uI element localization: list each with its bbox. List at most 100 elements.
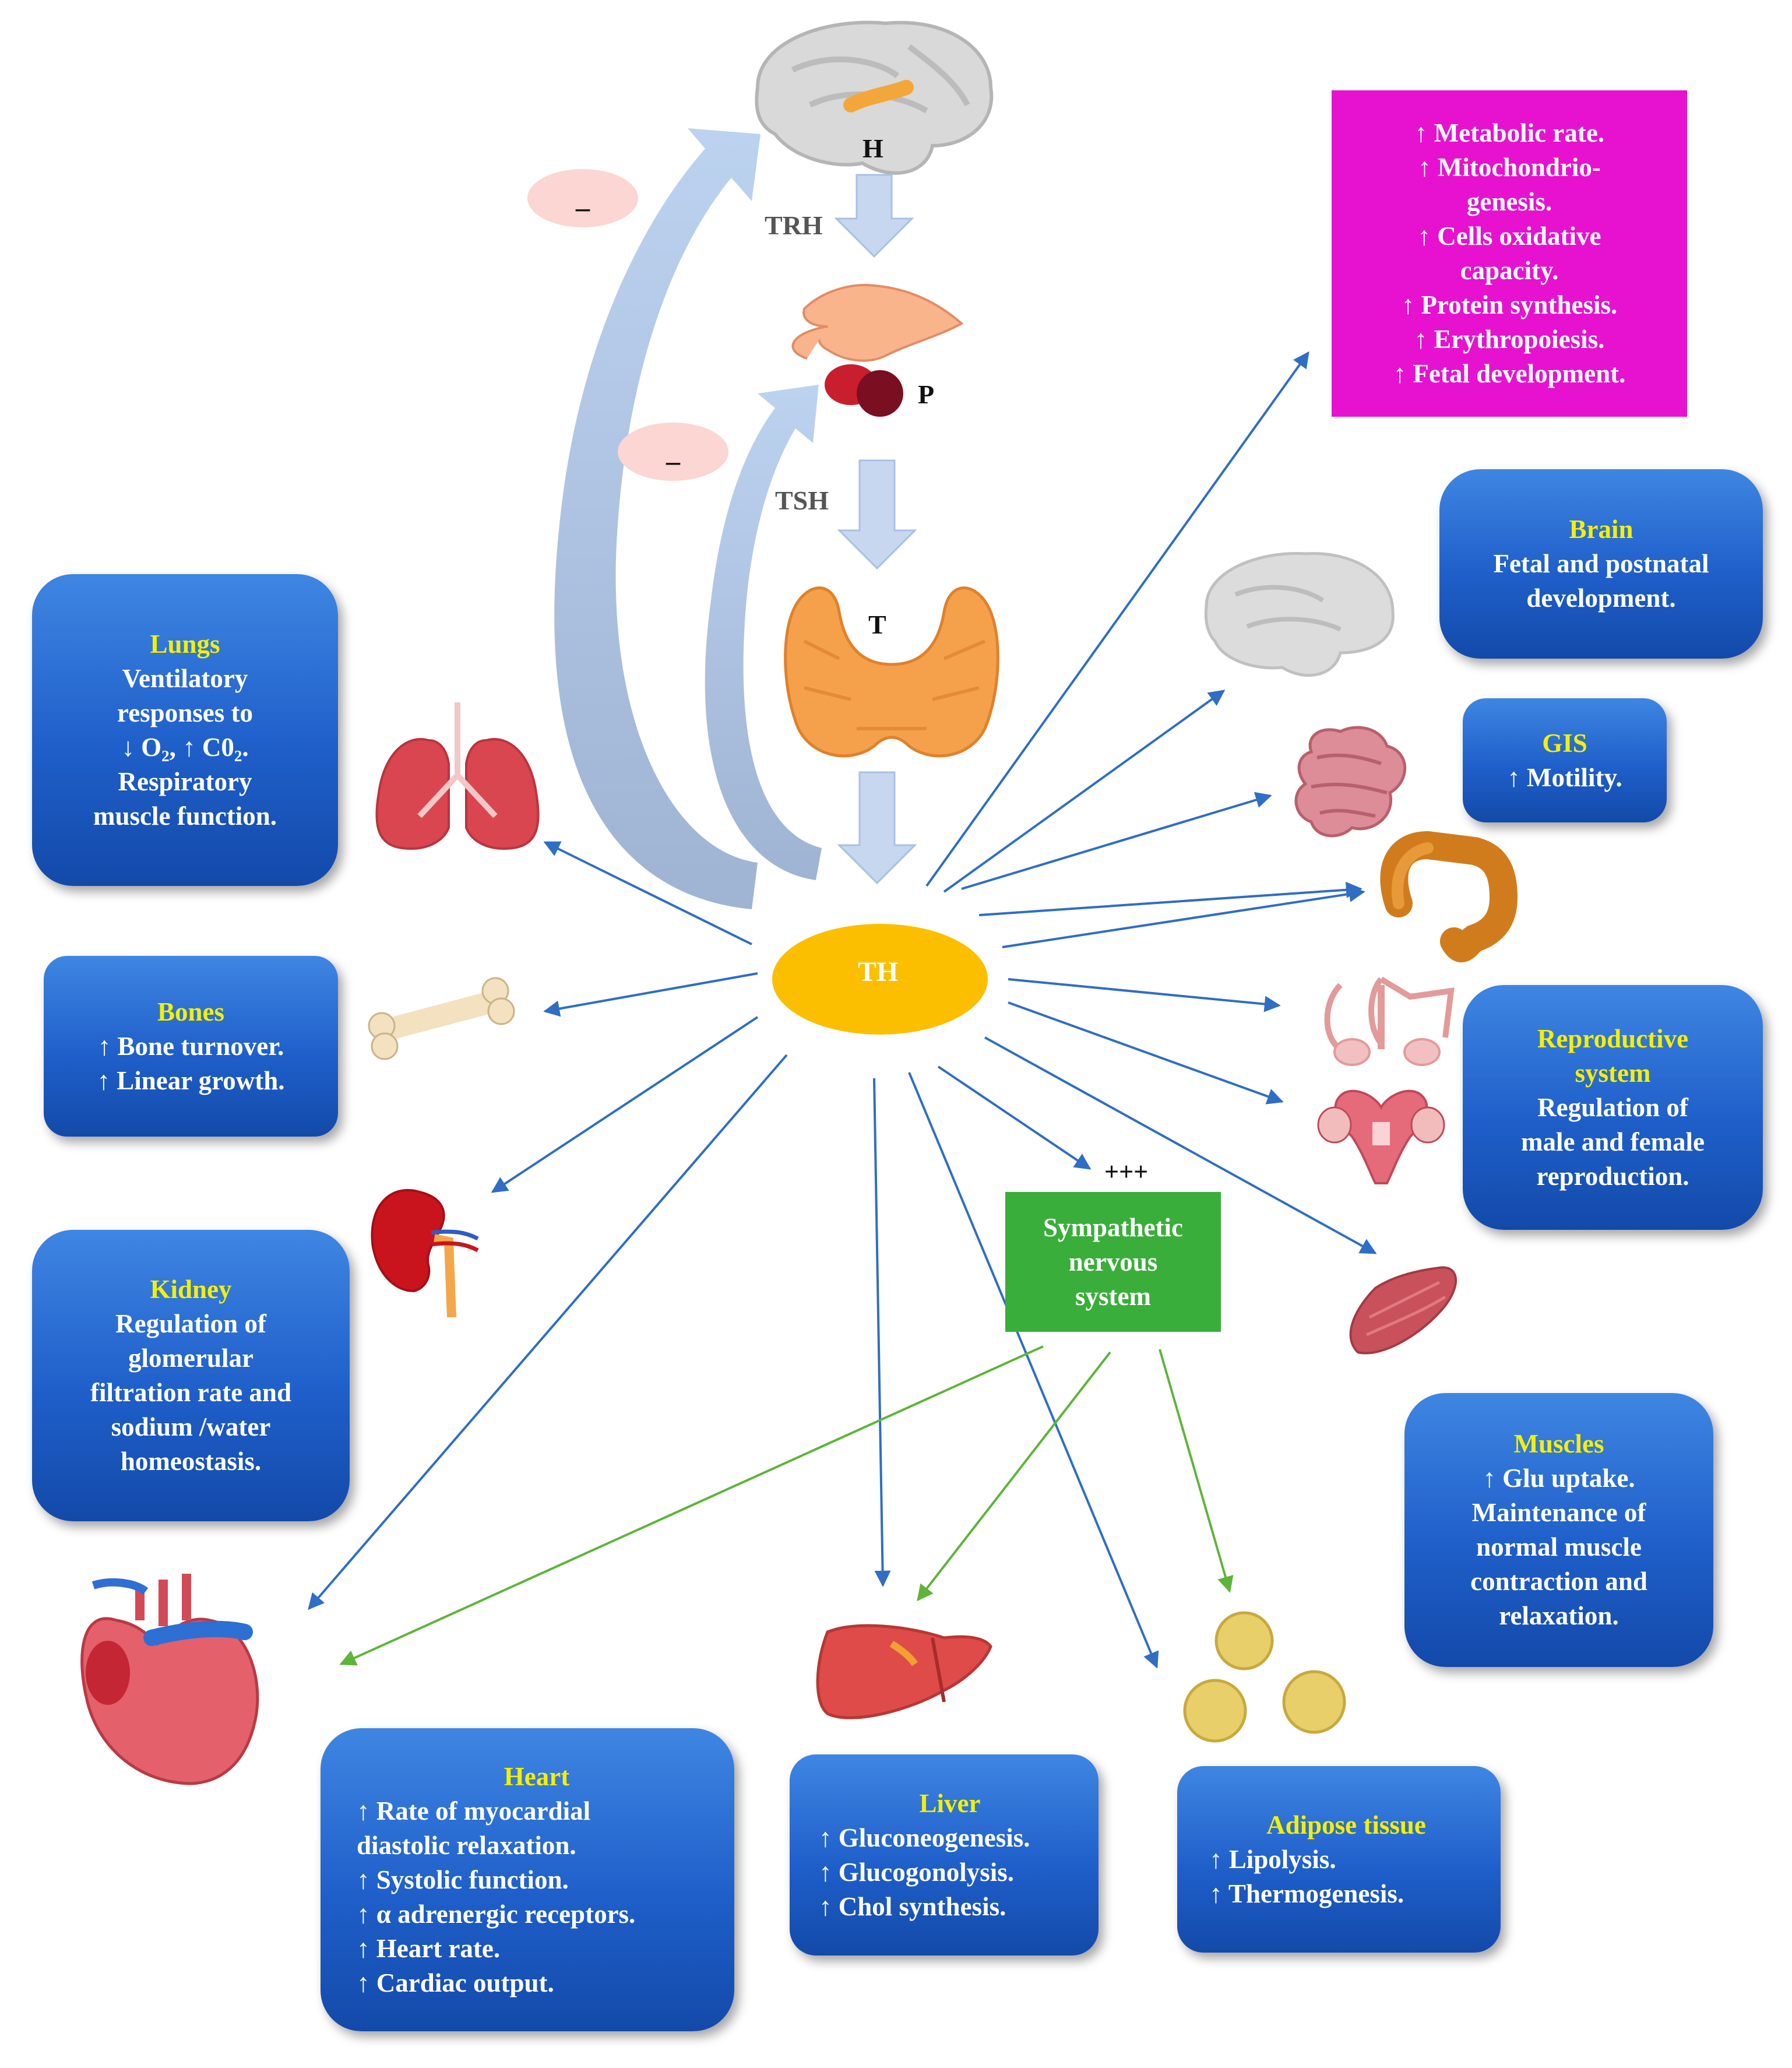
kidney-effects-box: Kidney Regulation of glomerular filtrati… [32,1230,350,1521]
kidney-icon [371,1188,479,1318]
pituitary-icon [791,284,964,417]
adipose-line: ↑ Thermogenesis. [1209,1879,1404,1908]
muscles-title: Muscles [1513,1429,1604,1458]
gis-line: ↑ Motility. [1507,762,1622,792]
heart-title: Heart [504,1761,570,1791]
metabolic-line: ↑ Mitochondrio- [1418,153,1601,182]
sympathetic-line: system [1075,1281,1151,1311]
hypothalamus-brain-icon [755,20,994,175]
reproductive-effects-box: Reproductive system Regulation of male a… [1463,985,1763,1230]
muscles-line: relaxation. [1499,1601,1619,1630]
bones-line: ↑ Linear growth. [97,1065,285,1095]
bones-effects-box: Bones ↑ Bone turnover. ↑ Linear growth. [44,956,338,1137]
tsh-label: TSH [775,486,829,515]
gis-effects-box: GIS ↑ Motility. [1463,698,1667,822]
th-label: TH [858,956,899,987]
muscles-line: contraction and [1470,1567,1647,1596]
th-release-arrow [837,771,917,885]
inhibition-sign: _ [666,436,680,467]
radial-arrows [308,351,1377,1669]
heart-line: ↑ α adrenergic receptors. [357,1899,636,1929]
heart-icon [80,1574,259,1785]
adipose-title: Adipose tissue [1266,1810,1426,1840]
lungs-line: Respiratory [118,766,252,796]
heart-effects-box: Heart ↑ Rate of myocardial diastolic rel… [321,1728,734,2031]
male-reproductive-icon [1324,976,1455,1066]
liver-icon [816,1624,992,1719]
lungs-line: Ventilatory [122,663,248,693]
liver-line: ↑ Gluconeogenesis. [819,1823,1030,1852]
heart-line: diastolic relaxation. [357,1830,576,1860]
muscles-line: normal muscle [1476,1532,1642,1561]
trh-arrow [834,174,914,258]
lungs-title: Lungs [150,629,220,659]
adipose-icon [1183,1611,1346,1743]
adipose-effects-box: Adipose tissue ↑ Lipolysis. ↑ Thermogene… [1177,1766,1501,1953]
sympathetic-arrows [339,1345,1234,1666]
pituitary-label: P [918,379,935,409]
lungs-line: ↓ O₂, ↑ C0₂. [121,732,249,762]
feedback-arrow-hypothalamus [554,128,761,909]
muscles-effects-box: Muscles ↑ Glu uptake. Maintenance of nor… [1404,1393,1713,1667]
gis-title: GIS [1542,728,1587,758]
feedback-arrow-pituitary [705,385,822,880]
kidney-line: glomerular [128,1344,254,1373]
sympathetic-line: Sympathetic [1043,1212,1183,1242]
kidney-line: homeostasis. [120,1447,262,1476]
metabolic-line: ↑ Protein synthesis. [1401,290,1618,319]
brain-effects-box: Brain Fetal and postnatal development. [1439,469,1763,659]
brain-organ-icon [1204,552,1395,677]
lungs-icon [375,702,540,850]
reproductive-line: male and female [1521,1127,1705,1156]
reproductive-title: Reproductive [1537,1024,1689,1053]
liver-line: ↑ Chol synthesis. [819,1891,1006,1921]
sympathetic-plus-sign: +++ [1104,1158,1149,1186]
small-intestine-icon [1294,726,1407,838]
reproductive-title: system [1575,1058,1651,1088]
adipose-line: ↑ Lipolysis. [1209,1844,1336,1874]
metabolic-line: genesis. [1466,187,1552,216]
bones-line: ↑ Bone turnover. [97,1031,284,1061]
kidney-title: Kidney [150,1275,232,1304]
feedback-inhibition-hypothalamus: _ [527,169,638,227]
th-ellipse [772,924,988,1035]
muscles-line: Maintenance of [1471,1498,1646,1527]
brain-line: Fetal and postnatal [1493,549,1709,578]
sympathetic-nervous-system-box: Sympathetic nervous system [1005,1192,1221,1332]
brain-line: development. [1526,583,1676,613]
reproductive-line: Regulation of [1537,1092,1688,1122]
female-reproductive-icon [1317,1089,1445,1184]
hypothalamus-label: H [862,133,883,163]
tsh-arrow [837,459,917,570]
reproductive-line: reproduction. [1536,1161,1689,1191]
metabolic-line: ↑ Fetal development. [1393,359,1626,388]
thyroid-label: T [868,610,886,639]
thyroid-icon [784,586,999,758]
heart-line: ↑ Systolic function. [357,1865,569,1894]
bone-icon [368,977,515,1060]
heart-line: ↑ Heart rate. [357,1933,501,1963]
metabolic-line: capacity. [1460,256,1559,285]
metabolic-line: ↑ Metabolic rate. [1414,118,1605,147]
liver-line: ↑ Glucogonolysis. [819,1857,1015,1887]
bones-title: Bones [157,997,225,1026]
inhibition-sign: _ [576,182,590,214]
kidney-line: filtration rate and [90,1378,291,1407]
kidney-line: Regulation of [115,1309,266,1338]
lungs-line: responses to [117,698,253,727]
muscles-line: ↑ Glu uptake. [1483,1464,1635,1493]
heart-line: ↑ Rate of myocardial [357,1796,591,1826]
sympathetic-line: nervous [1068,1247,1158,1276]
metabolic-line: ↑ Erythropoiesis. [1414,325,1605,354]
lungs-effects-box: Lungs Ventilatory responses to ↓ O₂, ↑ C… [32,574,338,886]
metabolic-effects-box: ↑ Metabolic rate. ↑ Mitochondrio- genesi… [1332,90,1687,417]
muscle-icon [1349,1266,1457,1355]
brain-title: Brain [1569,515,1633,544]
kidney-line: sodium /water [111,1412,271,1441]
heart-line: ↑ Cardiac output. [357,1968,554,1997]
metabolic-line: ↑ Cells oxidative [1417,221,1601,251]
liver-title: Liver [919,1788,981,1818]
liver-effects-box: Liver ↑ Gluconeogenesis. ↑ Glucogonolysi… [790,1754,1099,1956]
trh-label: TRH [765,210,823,240]
